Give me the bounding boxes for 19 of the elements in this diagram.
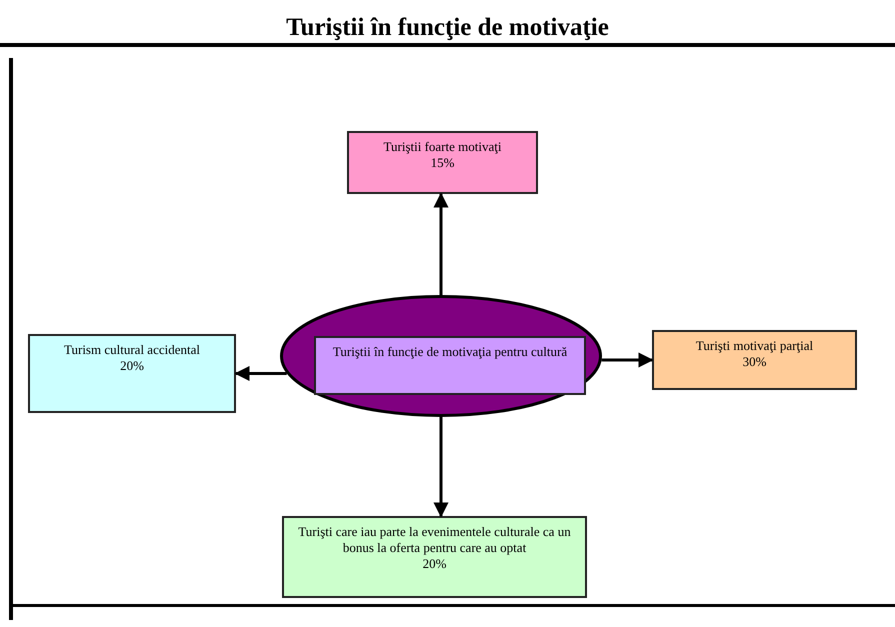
arrow: [434, 417, 448, 518]
box-text: Turişti motivaţi parţial: [696, 338, 814, 354]
box-text: 30%: [742, 354, 766, 370]
category-box: [347, 131, 538, 194]
box-text: Turişti care iau parte la evenimentele culturale ca un bonus la oferta pentru care au optat: [297, 524, 572, 556]
category-box: [28, 334, 236, 413]
category-box: [282, 516, 587, 598]
category-box: [652, 330, 857, 390]
box-text: Turiştii foarte motivaţi: [384, 139, 502, 155]
box-text: 15%: [430, 155, 454, 171]
box-text: Turiştii în funcţie de motivaţia pentru cultură: [332, 344, 568, 360]
box-text: 20%: [120, 358, 144, 374]
box-text: 20%: [422, 556, 446, 572]
diagram-title: Turiştii în funcţie de motivaţie: [285, 14, 610, 42]
arrow: [234, 366, 287, 381]
center-box: [314, 336, 586, 395]
box-text: Turism cultural accidental: [64, 342, 200, 358]
arrow: [434, 192, 448, 295]
arrow: [602, 352, 654, 368]
